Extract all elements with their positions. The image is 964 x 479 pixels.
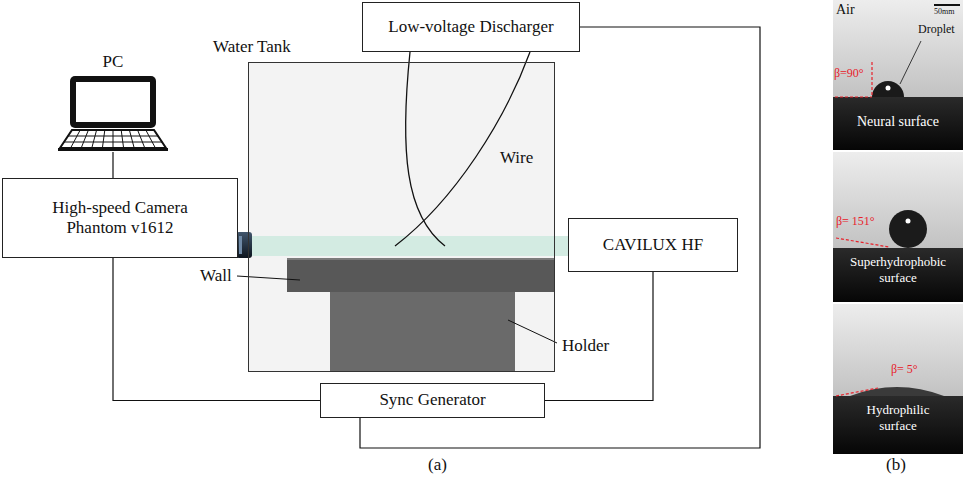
- droplet-highlight: [886, 86, 891, 91]
- lens-glint: [239, 236, 242, 254]
- node-text: β= 151°: [836, 214, 875, 228]
- photo-air: [833, 0, 963, 97]
- droplet-leader: [900, 41, 921, 84]
- node-text: CAVILUX HF: [603, 235, 703, 255]
- signal-wire: [545, 272, 653, 401]
- key-col: [102, 130, 104, 148]
- node-text: Superhydrophobic surface: [837, 254, 959, 285]
- text-slot: Droplet: [918, 22, 955, 36]
- text-slot: PC: [58, 52, 168, 72]
- key-col: [92, 130, 97, 148]
- droplet: [889, 210, 927, 248]
- wall-leader: [237, 276, 300, 280]
- droplet: [872, 81, 904, 97]
- angle-line: [871, 62, 872, 97]
- text-slot: Superhydrophobic surface: [833, 254, 963, 286]
- wall-plate: [287, 258, 555, 292]
- node-text: Neural surface: [857, 114, 939, 131]
- droplet-highlight: [906, 219, 911, 224]
- node-text: Sync Generator: [379, 390, 485, 410]
- photo-air: [833, 304, 963, 396]
- camera-box: High-speed Camera Phantom v1612: [2, 178, 238, 258]
- photo-surface: [833, 396, 963, 454]
- node-text: Air: [836, 2, 855, 19]
- text-slot: High-speed Camera Phantom v1612: [20, 198, 220, 239]
- angle-line: [836, 238, 889, 247]
- node-text: High-speed Camera Phantom v1612: [20, 198, 220, 239]
- photo-panel: β= 151° Superhydrophobic surface: [833, 152, 963, 302]
- holder-leader: [508, 320, 557, 343]
- key-col: [113, 130, 114, 148]
- key-col: [138, 130, 145, 148]
- label-slot: Wall: [200, 266, 232, 286]
- signal-wire: [113, 258, 320, 401]
- text-slot: Hydrophilic surface: [833, 402, 963, 434]
- key-col: [146, 130, 156, 148]
- label-slot: Holder: [562, 336, 609, 356]
- text-slot: Neural surface: [833, 112, 963, 131]
- panel-tag: (a): [428, 455, 447, 475]
- angle-line: [836, 388, 878, 396]
- label-slot: Wire: [500, 148, 533, 168]
- key-col: [81, 130, 88, 148]
- wall-label: Wall: [200, 266, 232, 286]
- text-slot: Low-voltage Discharger: [388, 17, 553, 37]
- node-text: 50mm: [934, 8, 954, 16]
- wire-label: Wire: [500, 148, 533, 168]
- discharger-box: Low-voltage Discharger: [362, 2, 580, 52]
- laptop-screen-frame: [70, 76, 156, 128]
- node-text: Hydrophilic surface: [852, 402, 944, 433]
- signal-wire: [112, 152, 113, 178]
- wire-left: [406, 52, 445, 246]
- water-tank: Water Tank: [248, 62, 555, 372]
- camera-lens: [236, 232, 252, 258]
- node-text: Low-voltage Discharger: [388, 17, 553, 37]
- photo-panel: β= 5° Hydrophilic surface: [833, 304, 963, 454]
- holder-block: [330, 292, 515, 372]
- text-slot: Air: [836, 2, 855, 19]
- text-slot: β=90°: [834, 66, 864, 80]
- node-text: β=90°: [834, 66, 864, 80]
- scale-bar: [934, 4, 960, 6]
- droplet: [850, 387, 944, 396]
- label-slot: (a): [428, 455, 447, 475]
- text-slot: β= 5°: [891, 362, 918, 376]
- angle-line: [835, 96, 872, 97]
- wall-edge: [287, 258, 555, 260]
- photo-air: [833, 152, 963, 248]
- node-text: β= 5°: [891, 362, 918, 376]
- laptop-screen: [76, 82, 150, 122]
- label-slot: (b): [886, 455, 906, 475]
- text-slot: CAVILUX HF: [603, 235, 703, 255]
- keyboard-keys: [64, 130, 162, 148]
- node-text: Droplet: [918, 22, 955, 36]
- holder-label: Holder: [562, 336, 609, 356]
- key-col: [129, 130, 134, 148]
- pc-icon: PC: [58, 52, 168, 152]
- photo-surface: [833, 248, 963, 302]
- text-slot: Water Tank: [213, 37, 291, 57]
- node-text: Water Tank: [213, 37, 291, 57]
- node-text: PC: [103, 52, 124, 72]
- light-beam: [250, 236, 568, 256]
- text-slot: 50mm: [934, 8, 954, 16]
- key-col: [71, 130, 81, 148]
- text-slot: Sync Generator: [379, 390, 485, 410]
- text-slot: β= 151°: [836, 214, 875, 228]
- laptop-base: [58, 148, 168, 151]
- panel-tag: (b): [886, 455, 906, 475]
- photo-surface: [833, 97, 963, 150]
- key-col: [121, 130, 123, 148]
- sync-generator-box: Sync Generator: [320, 383, 545, 418]
- light-source-box: CAVILUX HF: [568, 218, 738, 272]
- laptop-keyboard: [60, 130, 166, 148]
- tank-water: [248, 62, 555, 372]
- photo-panel: Air 50mmDroplet β=90° Neural surface: [833, 0, 963, 150]
